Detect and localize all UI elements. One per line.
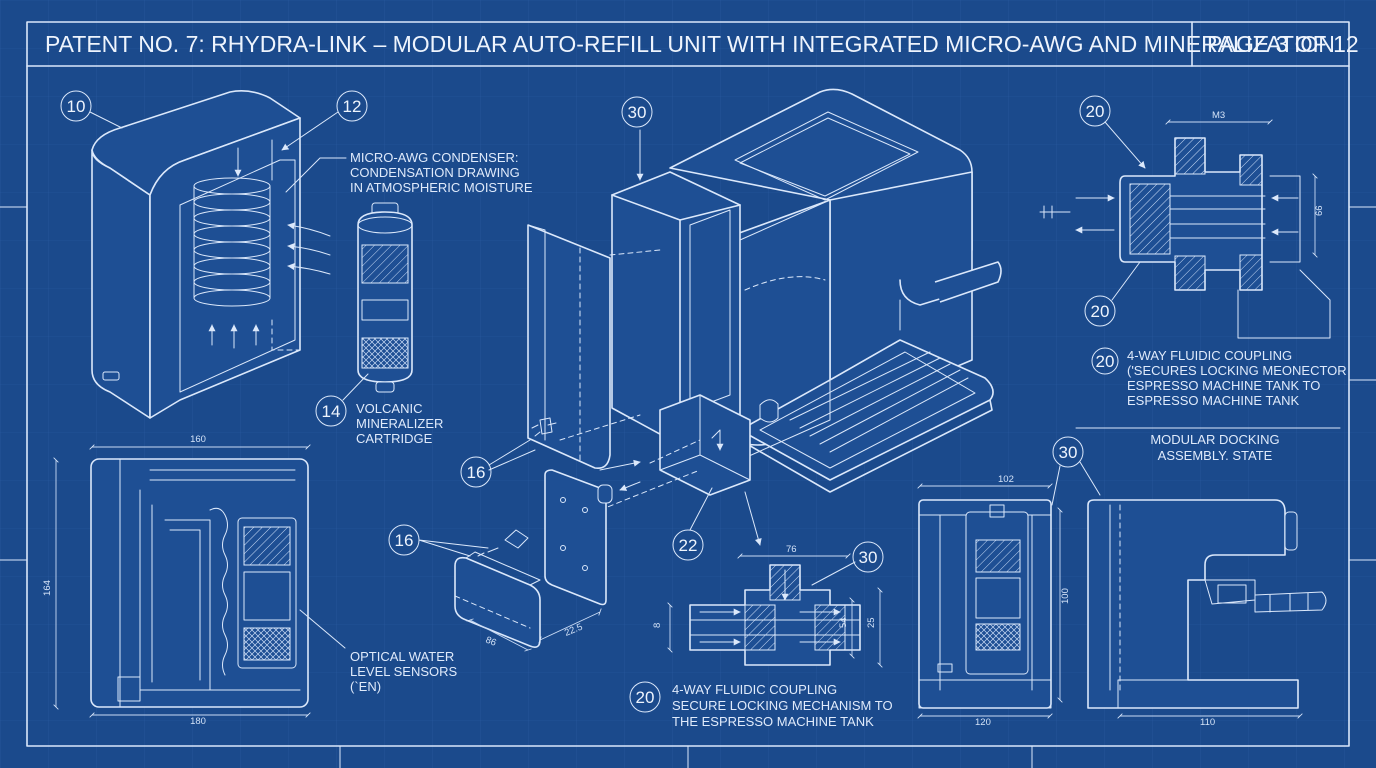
svg-text:20: 20 [1091,302,1110,321]
svg-text:30: 30 [859,548,878,567]
svg-text:110: 110 [1200,717,1215,728]
svg-text:10: 10 [67,97,86,116]
svg-text:OPTICAL WATER: OPTICAL WATER [350,649,454,664]
svg-text:102: 102 [998,474,1014,485]
espresso-machine-assembly: 86 22.5 [454,88,1002,650]
svg-text:('SECURES LOCKING MEONECTOR: ('SECURES LOCKING MEONECTOR [1127,363,1347,378]
svg-text:14: 14 [322,402,341,421]
svg-text:120: 120 [975,717,991,728]
note-sensors: OPTICAL WATER LEVEL SENSORS (`EN) [299,609,458,694]
mineralizer-cartridge-14 [357,202,413,393]
svg-text:12: 12 [343,97,362,116]
svg-text:THE ESPRESSO MACHINE TANK: THE ESPRESSO MACHINE TANK [672,714,874,729]
coupling-detail-20: M3 66 [1039,110,1331,339]
note-docking: MODULAR DOCKING ASSEMBLY. STATE [1075,427,1341,463]
svg-text:30: 30 [628,103,647,122]
svg-text:30: 30 [1059,443,1078,462]
svg-text:160: 160 [190,434,206,445]
patent-title: PATENT NO. 7: RHYDRA-LINK – MODULAR AUTO… [45,31,1335,57]
svg-text:(`EN): (`EN) [350,679,381,694]
svg-text:SECURE LOCKING MECHANISM TO: SECURE LOCKING MECHANISM TO [672,698,893,713]
svg-text:CARTRIDGE: CARTRIDGE [356,431,433,446]
callout-16-lower: 16 [388,524,489,557]
callout-10: 10 [60,90,123,129]
callout-14: 14 VOLCANIC MINERALIZER CARTRIDGE [315,373,443,446]
svg-text:ASSEMBLY. STATE: ASSEMBLY. STATE [1158,448,1273,463]
callout-20-bottom: 20 4-WAY FLUIDIC COUPLING SECURE LOCKING… [629,681,893,729]
svg-text:ESPRESSO MACHINE TANK TO: ESPRESSO MACHINE TANK TO [1127,378,1320,393]
svg-text:54: 54 [838,617,849,628]
svg-text:MINERALIZER: MINERALIZER [356,416,443,431]
svg-text:MODULAR DOCKING: MODULAR DOCKING [1150,432,1279,447]
svg-text:20: 20 [1096,352,1115,371]
callout-30-coupling: 30 [811,541,884,586]
docking-front-view: 102 100 120 [919,474,1071,728]
note-awg: MICRO-AWG CONDENSER: CONDENSATION DRAWIN… [285,150,533,195]
callout-20-lower-detail: 20 [1084,261,1141,327]
svg-text:MICRO-AWG CONDENSER:: MICRO-AWG CONDENSER: [350,150,519,165]
unit-10-isometric [91,90,331,419]
callout-16-upper: 16 [460,439,536,488]
svg-text:22: 22 [679,536,698,555]
svg-text:8: 8 [652,623,663,628]
coupling-section-view: 76 8 54 25 [652,544,880,665]
drawing-border [0,21,1376,768]
svg-text:20: 20 [636,688,655,707]
svg-text:IN ATMOSPHERIC MOISTURE: IN ATMOSPHERIC MOISTURE [350,180,533,195]
page-number: PAGE 3 OF 12 [1207,31,1359,57]
svg-text:66: 66 [1314,205,1325,216]
svg-text:76: 76 [786,544,797,555]
svg-text:16: 16 [467,463,486,482]
svg-text:164: 164 [42,580,53,596]
callout-30-docking: 30 [1051,436,1101,506]
unit-10-section-view: 160 180 164 [42,434,308,727]
svg-text:4-WAY FLUIDIC COUPLING: 4-WAY FLUIDIC COUPLING [672,682,837,697]
svg-text:180: 180 [190,716,206,727]
docking-side-view: 110 [1087,499,1327,728]
svg-text:86: 86 [484,635,498,649]
callout-22: 22 [672,487,713,561]
callout-30-main: 30 [621,96,653,128]
svg-text:M3: M3 [1212,110,1225,121]
svg-text:25: 25 [866,617,877,628]
svg-text:ESPRESSO MACHINE TANK: ESPRESSO MACHINE TANK [1127,393,1299,408]
svg-text:LEVEL SENSORS: LEVEL SENSORS [350,664,458,679]
callout-12: 12 [281,90,368,151]
svg-text:VOLCANIC: VOLCANIC [356,401,422,416]
svg-text:4-WAY FLUIDIC COUPLING: 4-WAY FLUIDIC COUPLING [1127,348,1292,363]
svg-text:16: 16 [395,531,414,550]
note-coupling-right: 20 4-WAY FLUIDIC COUPLING ('SECURES LOCK… [1091,347,1347,408]
svg-text:CONDENSATION DRAWING: CONDENSATION DRAWING [350,165,520,180]
svg-text:20: 20 [1086,102,1105,121]
callout-20-top: 20 [1079,95,1146,169]
svg-text:100: 100 [1060,588,1071,604]
